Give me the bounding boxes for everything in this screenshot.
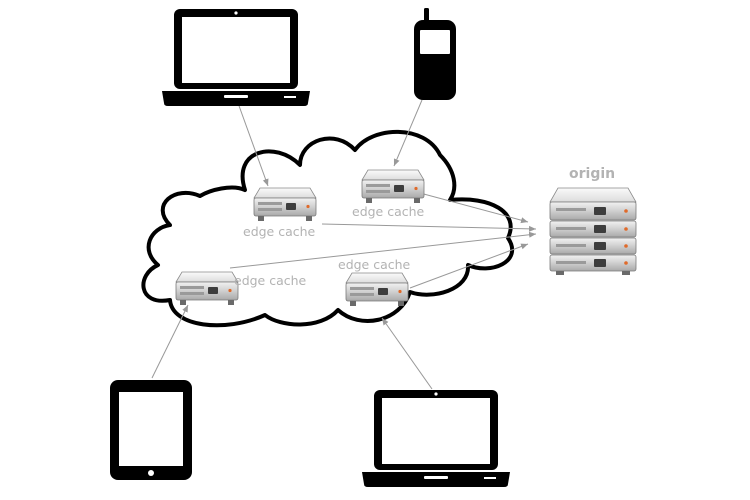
server-icon [361, 169, 425, 204]
server-icon [345, 272, 409, 307]
mobile-phone-icon [414, 8, 456, 100]
arrow-laptop-bottom-to-edge [381, 317, 433, 390]
origin-label: origin [569, 166, 615, 182]
arrow-laptop-top-to-edge [237, 102, 269, 187]
server-icon [253, 187, 317, 222]
arrow-edge-tr-to-origin [419, 192, 529, 224]
arrow-edge-tl-to-origin [321, 223, 537, 232]
edge-cache-label-bottom-right: edge cache [338, 257, 411, 272]
arrow-phone-to-edge [393, 99, 423, 167]
edge-cache-label-bottom-left: edge cache [234, 273, 307, 288]
laptop-icon [362, 390, 510, 487]
laptop-icon [162, 9, 310, 106]
server-stack-icon [549, 187, 637, 275]
arrow-tablet-to-edge [151, 304, 189, 379]
arrow-edge-bl-to-origin [229, 231, 537, 269]
tablet-icon [110, 380, 192, 480]
arrow-edge-br-to-origin [409, 243, 529, 289]
server-icon [175, 271, 239, 306]
edge-cache-label-top-right: edge cache [352, 204, 425, 219]
edge-cache-label-top-left: edge cache [243, 224, 316, 239]
